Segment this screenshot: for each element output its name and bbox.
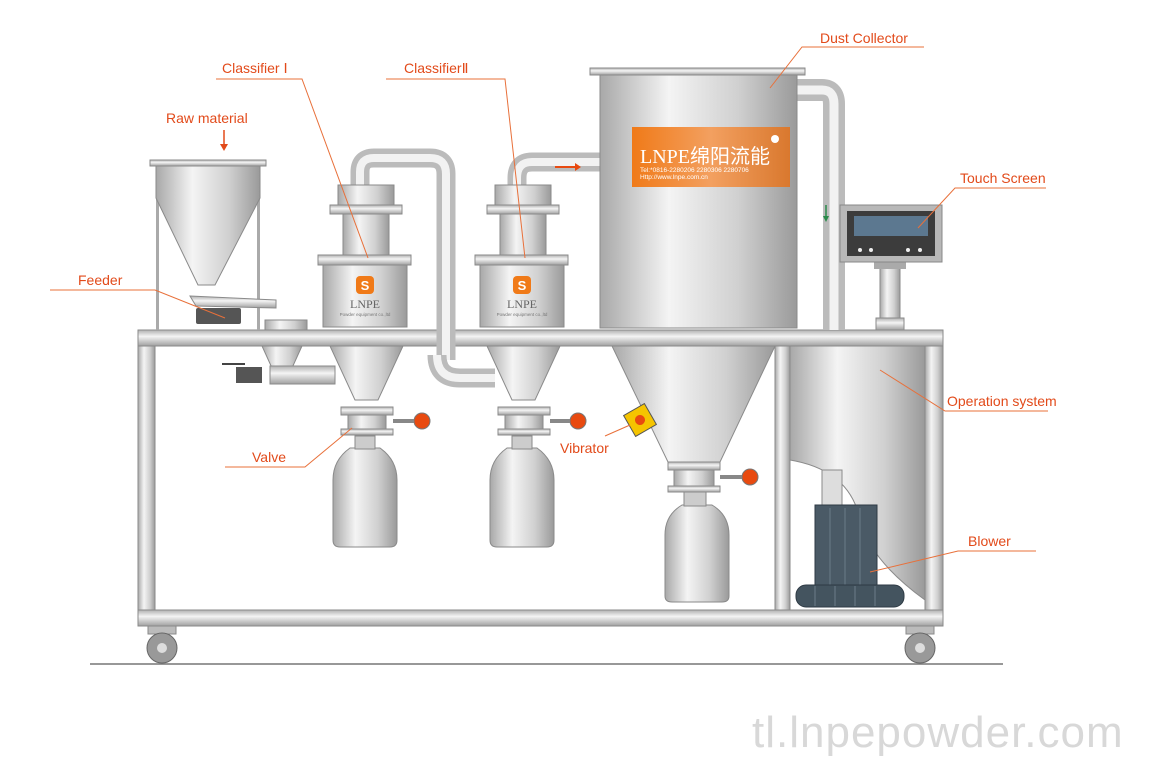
feeder bbox=[189, 295, 308, 331]
label-classifier-2: ClassifierⅡ bbox=[386, 60, 526, 259]
label-valve: Valve bbox=[225, 427, 353, 468]
classifier-2: S LNPE Powder equipment co.,ltd bbox=[474, 152, 600, 548]
raw-material-hopper bbox=[149, 159, 267, 330]
watermark: tl.lnpepowder.com bbox=[752, 708, 1124, 757]
svg-text:Raw material: Raw material bbox=[166, 110, 248, 126]
label-classifier-1: Classifier Ⅰ bbox=[216, 60, 369, 259]
blower bbox=[795, 504, 905, 608]
svg-text:S: S bbox=[361, 278, 370, 293]
label-raw-material: Raw material bbox=[166, 110, 248, 151]
classifier-1: S LNPE Powder equipment co.,ltd bbox=[317, 148, 495, 548]
label-dust-collector: Dust Collector bbox=[769, 30, 924, 89]
svg-text:Classifier Ⅰ: Classifier Ⅰ bbox=[222, 60, 288, 76]
brand-tel: Tel:*0816-2280206 2280306 2280706 bbox=[640, 167, 749, 174]
svg-text:Blower: Blower bbox=[968, 533, 1011, 549]
classifier-1-sub: Powder equipment co.,ltd bbox=[340, 312, 391, 317]
wheel-left bbox=[146, 625, 178, 664]
dust-collector: LNPE绵阳流能 Tel:*0816-2280206 2280306 22807… bbox=[589, 67, 845, 603]
frame bbox=[137, 329, 944, 627]
svg-text:ClassifierⅡ: ClassifierⅡ bbox=[404, 60, 468, 76]
svg-text:Touch Screen: Touch Screen bbox=[960, 170, 1046, 186]
svg-text:Feeder: Feeder bbox=[78, 272, 123, 288]
svg-text:Dust Collector: Dust Collector bbox=[820, 30, 908, 46]
label-vibrator: Vibrator bbox=[560, 424, 631, 456]
svg-text:Valve: Valve bbox=[252, 449, 286, 465]
brand-panel bbox=[632, 127, 790, 187]
brand-name: LNPE绵阳流能 bbox=[640, 145, 770, 168]
label-touch-screen: Touch Screen bbox=[917, 170, 1046, 229]
label-feeder: Feeder bbox=[50, 272, 226, 319]
svg-text:S: S bbox=[518, 278, 527, 293]
touch-screen-unit bbox=[839, 204, 943, 331]
classifier-1-brand: LNPE bbox=[350, 297, 380, 311]
label-blower: Blower bbox=[869, 533, 1036, 573]
vibrator-device bbox=[622, 402, 658, 438]
classifier-2-brand: LNPE bbox=[507, 297, 537, 311]
label-operation-system: Operation system bbox=[879, 369, 1057, 412]
classifier-2-sub: Powder equipment co.,ltd bbox=[497, 312, 548, 317]
wheel-right bbox=[904, 625, 936, 664]
brand-web: Http://www.lnpe.com.cn bbox=[640, 174, 708, 181]
svg-text:Vibrator: Vibrator bbox=[560, 440, 609, 456]
svg-text:Operation system: Operation system bbox=[947, 393, 1057, 409]
